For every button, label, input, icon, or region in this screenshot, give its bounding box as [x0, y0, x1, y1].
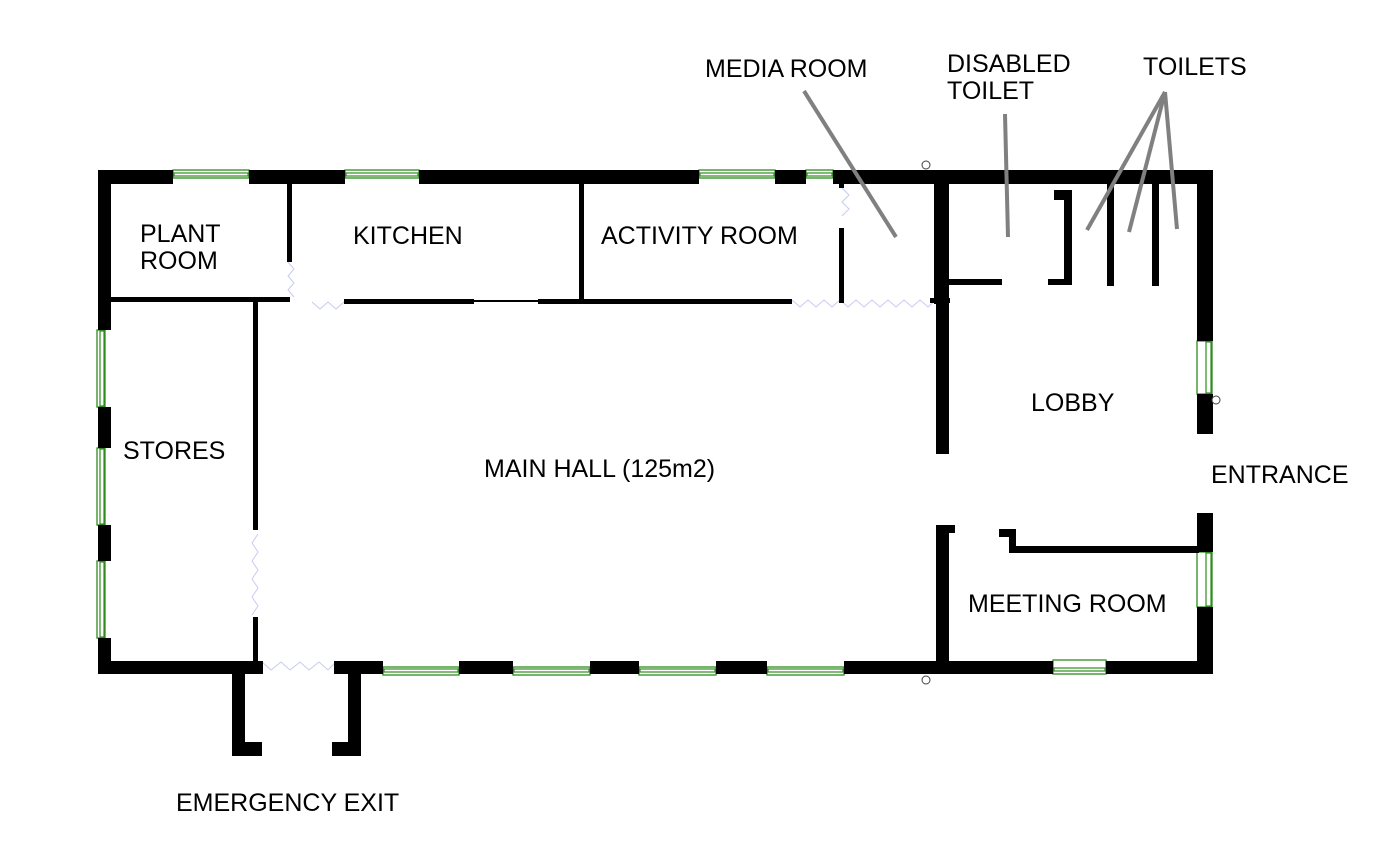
folding-door: [261, 661, 337, 671]
windows: [96, 169, 1213, 676]
window: [382, 666, 460, 676]
window: [1052, 659, 1107, 675]
window: [638, 666, 717, 676]
label-emergency-exit: EMERGENCY EXIT: [176, 789, 399, 817]
callout-disabled-toilet: DISABLED: [947, 50, 1071, 78]
window: [698, 169, 776, 179]
room-label-lobby: LOBBY: [1031, 389, 1115, 417]
window: [96, 329, 106, 408]
hinge-marker: [1211, 395, 1221, 405]
folding-doors: [251, 187, 937, 671]
label-entrance: ENTRANCE: [1211, 461, 1349, 489]
toilets-leader: [1085, 91, 1167, 231]
window: [96, 447, 106, 526]
window: [805, 169, 834, 179]
window: [766, 666, 845, 676]
toilets-leader: [1163, 91, 1179, 230]
leader-lines: [802, 89, 1179, 239]
hinge-marker: [921, 160, 931, 170]
room-label-kitchen: KITCHEN: [353, 222, 463, 250]
window: [96, 560, 106, 639]
room-label-stores: STORES: [123, 437, 225, 465]
folding-door: [251, 533, 259, 616]
callout-media-room: MEDIA ROOM: [705, 55, 868, 83]
room-label-activity-room: ACTIVITY ROOM: [601, 222, 798, 250]
room-label-plant-room: ROOM: [140, 247, 218, 275]
callout-disabled-toilet: TOILET: [947, 77, 1034, 105]
walls: [98, 170, 1213, 756]
disabled-toilet-leader: [1003, 113, 1010, 238]
folding-door: [791, 299, 937, 308]
folding-door: [841, 187, 850, 217]
folding-door: [287, 261, 295, 298]
room-label-meeting-room: MEETING ROOM: [968, 590, 1167, 618]
window: [1196, 551, 1213, 608]
media-room-leader: [802, 89, 898, 239]
window: [1196, 340, 1213, 395]
window: [344, 169, 420, 179]
callout-toilets: TOILETS: [1143, 53, 1247, 81]
window: [512, 666, 591, 676]
room-label-plant-room: PLANT: [140, 220, 221, 248]
folding-door: [311, 301, 345, 310]
hinge-marker: [921, 675, 931, 685]
room-label-main-hall: MAIN HALL (125m2): [484, 455, 715, 483]
toilets-leader: [1127, 91, 1167, 233]
window: [172, 169, 250, 179]
